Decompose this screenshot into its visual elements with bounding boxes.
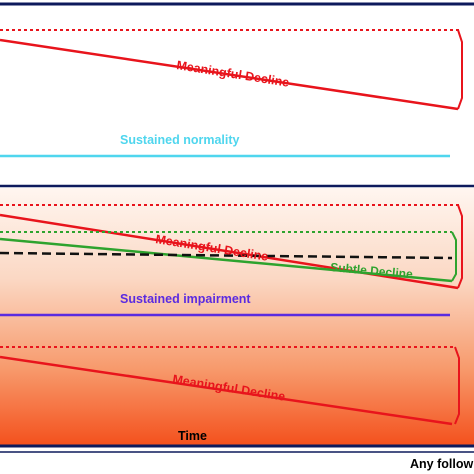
sustained-impairment-label: Sustained impairment — [120, 292, 251, 306]
time-axis-label: Time — [178, 429, 207, 443]
top-decline-shape — [0, 29, 463, 111]
top-decline-label: Meaningful Decline — [176, 58, 291, 90]
threshold-dashed-line — [0, 251, 453, 260]
top-decline-bracket — [457, 29, 463, 110]
middle-decline-shape — [0, 204, 463, 290]
middle-decline-line — [0, 213, 459, 290]
subtle-decline-line — [0, 237, 453, 283]
subtle-decline-bracket — [451, 231, 457, 282]
subtle-decline-shape — [0, 231, 457, 283]
followup-note: Any follow — [410, 457, 473, 471]
middle-decline-bracket — [457, 204, 463, 289]
bottom-decline-line — [0, 355, 453, 426]
sustained-normality-label: Sustained normality — [120, 133, 240, 147]
bottom-decline-bracket — [454, 346, 460, 425]
bottom-decline-shape — [0, 346, 460, 426]
top-decline-line — [0, 38, 459, 111]
